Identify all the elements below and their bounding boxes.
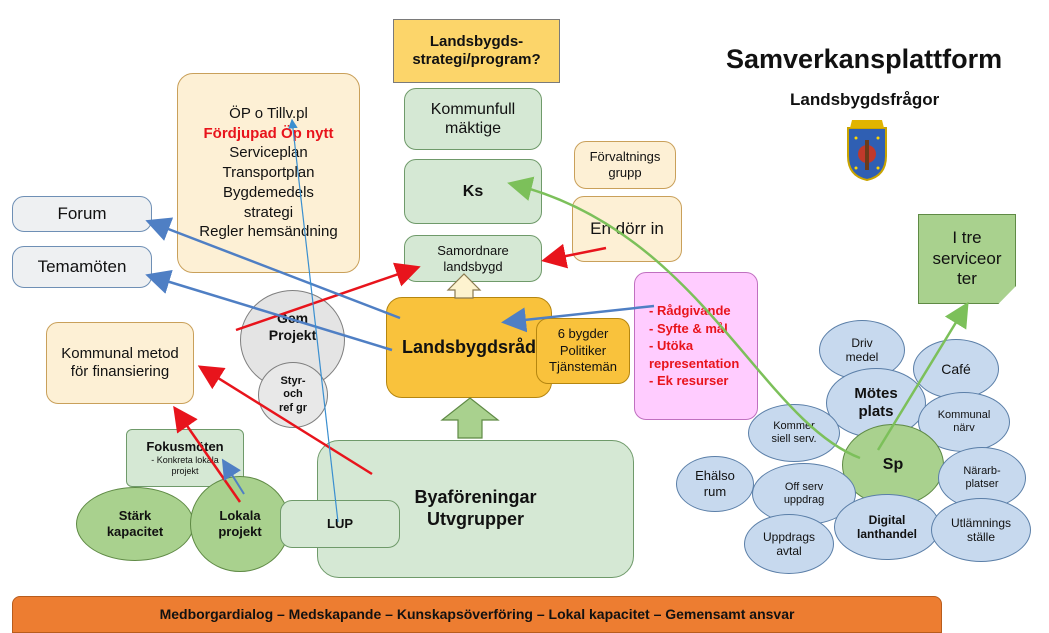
- up-arrow-landsbygdsrad: [440, 397, 500, 439]
- ks-text: Ks: [462, 182, 484, 200]
- fokusmoten-sub: - Konkreta lokala projekt: [151, 455, 219, 476]
- i-tre-serviceorter-note: I tre serviceor ter: [918, 214, 1016, 304]
- motesplats-text: Mötes plats: [854, 385, 898, 420]
- landsbygdsrad-box: Landsbygdsråd: [386, 297, 552, 398]
- kommunfullmaktige-box: Kommunfull mäktige: [404, 88, 542, 150]
- page-title: Samverkansplattform: [726, 44, 1003, 74]
- ehalso-rum-text: Ehälso rum: [695, 468, 735, 499]
- kommunfullmaktige-text: Kommunfull mäktige: [430, 100, 516, 137]
- lokala-projekt-text: Lokala projekt: [218, 508, 262, 539]
- driv-medel-text: Driv medel: [845, 335, 879, 364]
- kommunal-narv-text: Kommunal närv: [937, 408, 991, 434]
- forum-box: Forum: [12, 196, 152, 232]
- kommunal-metod-text: Kommunal metod för finansiering: [61, 345, 179, 380]
- bygder-line2: Politiker: [559, 342, 607, 358]
- utlamnings-stalle-text: Utlämnings ställe: [950, 515, 1012, 544]
- radgivande-line1: - Rådgivande: [649, 303, 731, 319]
- ehalso-rum-ellipse: Ehälso rum: [676, 456, 754, 512]
- styr-ref-circle: Styr-och ref gr: [258, 362, 328, 428]
- forvaltningsgrupp-box: Förvaltnings grupp: [574, 141, 676, 189]
- plan-transport: Transportplan: [222, 164, 315, 182]
- forvaltningsgrupp-text: Förvaltnings grupp: [589, 149, 661, 180]
- municipal-coat-of-arms-icon: [846, 118, 888, 182]
- landsbygdsrad-text: Landsbygdsråd: [401, 336, 537, 357]
- bygder-box: 6 bygder Politiker Tjänstemän: [536, 318, 630, 384]
- temamoten-box: Temamöten: [12, 246, 152, 288]
- plan-service: Serviceplan: [229, 144, 308, 162]
- samordnare-box: Samordnare landsbygd: [404, 235, 542, 282]
- plan-op: ÖP o Tillv.pl: [229, 104, 308, 122]
- temamoten-text: Temamöten: [37, 256, 127, 276]
- digital-lanthandel-ellipse: Digital lanthandel: [834, 494, 940, 560]
- bygder-line3: Tjänstemän: [549, 359, 617, 375]
- bottom-banner-text: Medborgardialog – Medskapande – Kunskaps…: [159, 606, 795, 623]
- uppdrags-avtal-ellipse: Uppdrags avtal: [744, 514, 834, 574]
- bottom-banner: Medborgardialog – Medskapande – Kunskaps…: [12, 596, 942, 633]
- cafe-text: Café: [941, 360, 971, 377]
- kommersiell-serv-text: Kommer siell serv.: [771, 419, 817, 445]
- samordnare-text: Samordnare landsbygd: [437, 242, 509, 274]
- stark-kapacitet-ellipse: Stärk kapacitet: [76, 487, 194, 561]
- kommersiell-serv-ellipse: Kommer siell serv.: [748, 404, 840, 462]
- stark-kapacitet-text: Stärk kapacitet: [106, 508, 164, 539]
- lup-box: LUP: [280, 500, 400, 548]
- page-subtitle: Landsbygdsfrågor: [790, 90, 940, 109]
- styr-ref-text: Styr-och ref gr: [278, 375, 308, 414]
- utlamnings-stalle-ellipse: Utlämnings ställe: [931, 498, 1031, 562]
- plan-strategi: strategi: [243, 203, 294, 221]
- radgivande-line4: - Ek resurser: [649, 373, 729, 389]
- plan-fordjupad: Fördjupad Öp nytt: [203, 124, 334, 142]
- fokusmoten-title: Fokusmöten: [146, 439, 224, 455]
- radgivande-line2: - Syfte & mål: [649, 320, 728, 336]
- ks-box: Ks: [404, 159, 542, 224]
- sp-text: Sp: [882, 456, 904, 474]
- uppdrags-avtal-text: Uppdrags avtal: [762, 529, 816, 558]
- kommunal-metod-box: Kommunal metod för finansiering: [46, 322, 194, 404]
- strategy-box: Landsbygds-strategi/program?: [393, 19, 560, 83]
- off-serv-text: Off serv uppdrag: [783, 480, 825, 506]
- cafe-ellipse: Café: [913, 339, 999, 399]
- bygder-line1: 6 bygder: [557, 325, 609, 341]
- i-tre-serviceorter-text: I tre serviceor ter: [932, 228, 1002, 289]
- plan-regler: Regler hemsändning: [199, 223, 338, 241]
- en-dorr-in-box: En dörr in: [572, 196, 682, 262]
- radgivande-box: - Rådgivande - Syfte & mål - Utöka repre…: [634, 272, 758, 420]
- en-dorr-in-text: En dörr in: [590, 218, 664, 238]
- strategy-box-text: Landsbygds-strategi/program?: [412, 33, 541, 68]
- digital-lanthandel-text: Digital lanthandel: [856, 512, 917, 541]
- gem-projekt-text: Gem Projekt: [268, 310, 317, 343]
- plan-bygdemedels: Bygdemedels: [223, 183, 314, 201]
- forum-text: Forum: [57, 203, 107, 223]
- radgivande-line3: - Utöka representation: [649, 338, 740, 371]
- nararb-platser-text: Närarb-platser: [963, 464, 1001, 490]
- byaforeningar-text: Byaföreningar Utvgrupper: [414, 487, 537, 529]
- plans-box: ÖP o Tillv.pl Fördjupad Öp nytt Servicep…: [177, 73, 360, 273]
- lokala-projekt-ellipse: Lokala projekt: [190, 476, 290, 572]
- lup-text: LUP: [327, 516, 353, 532]
